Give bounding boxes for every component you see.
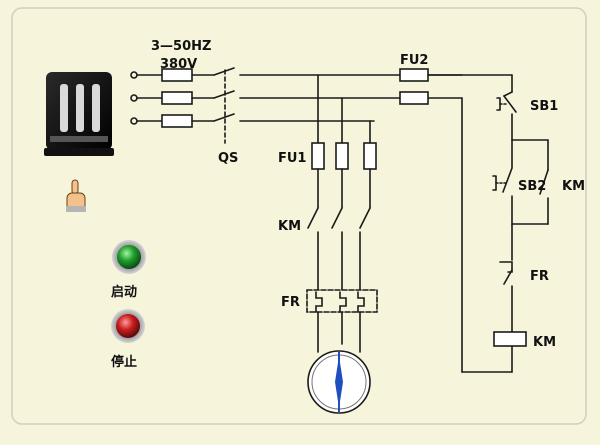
fu1-fuse-3 — [363, 142, 377, 170]
km-coil-label: KM — [533, 335, 556, 350]
supply-voltage-label: 380V — [160, 57, 197, 72]
km-hold-label: KM — [562, 179, 585, 194]
supply-fuse-3 — [161, 114, 193, 128]
stop-label: 停止 — [111, 354, 137, 370]
qs-label: QS — [218, 151, 238, 166]
fr-thermal-relay — [306, 289, 378, 313]
sb1-label: SB1 — [530, 99, 558, 114]
start-label: 启动 — [111, 284, 137, 300]
motor-icon — [307, 350, 371, 414]
wiring — [130, 67, 549, 373]
fu1-label: FU1 — [278, 151, 306, 166]
fu2-label: FU2 — [400, 53, 428, 68]
fu1-fuse-1 — [311, 142, 325, 170]
fr-ctrl-label: FR — [530, 269, 549, 284]
km-main-label: KM — [278, 219, 301, 234]
supply-fuse-2 — [161, 91, 193, 105]
fu2-fuse-bottom — [399, 91, 429, 105]
stop-button[interactable] — [111, 309, 145, 343]
fu2-fuse-top — [399, 68, 429, 82]
supply-phases-label: 3—50HZ — [151, 39, 211, 54]
fr-main-label: FR — [281, 295, 300, 310]
switch-handle-icon — [44, 72, 114, 156]
km-coil — [493, 331, 527, 347]
sb2-label: SB2 — [518, 179, 546, 194]
fu1-fuse-2 — [335, 142, 349, 170]
start-button[interactable] — [112, 240, 146, 274]
pointing-hand-icon — [66, 179, 86, 212]
diagram-frame — [11, 7, 587, 425]
